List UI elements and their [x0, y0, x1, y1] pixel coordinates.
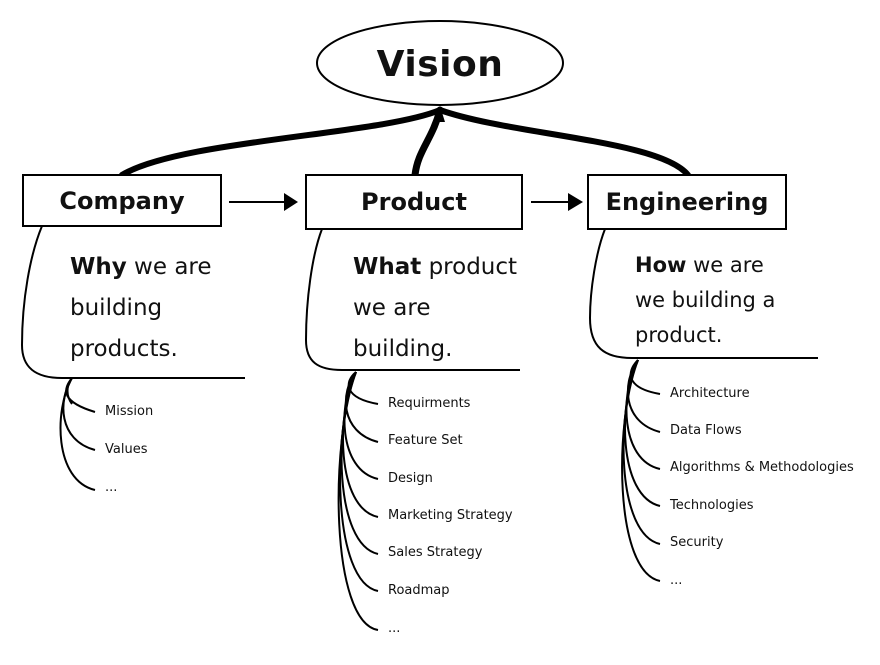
engineering-item: Technologies: [670, 498, 754, 513]
product-bracket: [304, 228, 520, 371]
company-box: [22, 174, 222, 227]
product-item: Feature Set: [388, 433, 463, 448]
product-title: Product: [361, 188, 467, 216]
product-item: Requirments: [388, 396, 471, 411]
product-to-engineering-arrow: [568, 193, 583, 211]
product-description-rest: product we are building.: [353, 254, 518, 362]
product-item: Roadmap: [388, 583, 450, 598]
vision-title: Vision: [376, 43, 504, 85]
engineering-item: Data Flows: [670, 423, 742, 438]
engineering-title: Engineering: [605, 188, 769, 216]
product-item-curves: [337, 371, 379, 631]
company-item: Values: [105, 442, 148, 457]
product-item: Sales Strategy: [388, 545, 483, 560]
company-item-curves: [59, 377, 96, 491]
product-description: What product we are building.: [353, 247, 518, 370]
company-item: Mission: [105, 404, 154, 419]
engineering-bracket: [588, 228, 818, 359]
engineering-item: ...: [670, 573, 683, 588]
product-box: [305, 174, 523, 230]
engineering-description: How we are we building a product.: [635, 248, 795, 353]
company-description: Why we are building products.: [70, 247, 220, 370]
product-item: Marketing Strategy: [388, 508, 513, 523]
product-item: ...: [388, 621, 401, 636]
vision-to-engineering-line: [437, 107, 691, 178]
company-description-rest: we are building products.: [70, 254, 212, 362]
company-bracket: [20, 225, 245, 379]
engineering-item: Architecture: [670, 386, 750, 401]
company-description-lead: Why: [70, 254, 127, 280]
company-to-product-arrow: [284, 193, 298, 211]
company-item: ...: [105, 480, 118, 495]
engineering-description-rest: we are we building a product.: [635, 253, 776, 347]
engineering-item-curves: [621, 359, 661, 582]
vision-to-company-line: [119, 107, 443, 178]
company-title: Company: [59, 186, 185, 215]
engineering-box: [587, 174, 787, 230]
product-item: Design: [388, 471, 433, 486]
engineering-item: Algorithms & Methodologies: [670, 460, 854, 475]
engineering-item: Security: [670, 535, 724, 550]
engineering-description-lead: How: [635, 253, 687, 277]
vision-ellipse: [316, 20, 564, 106]
product-description-lead: What: [353, 254, 422, 280]
